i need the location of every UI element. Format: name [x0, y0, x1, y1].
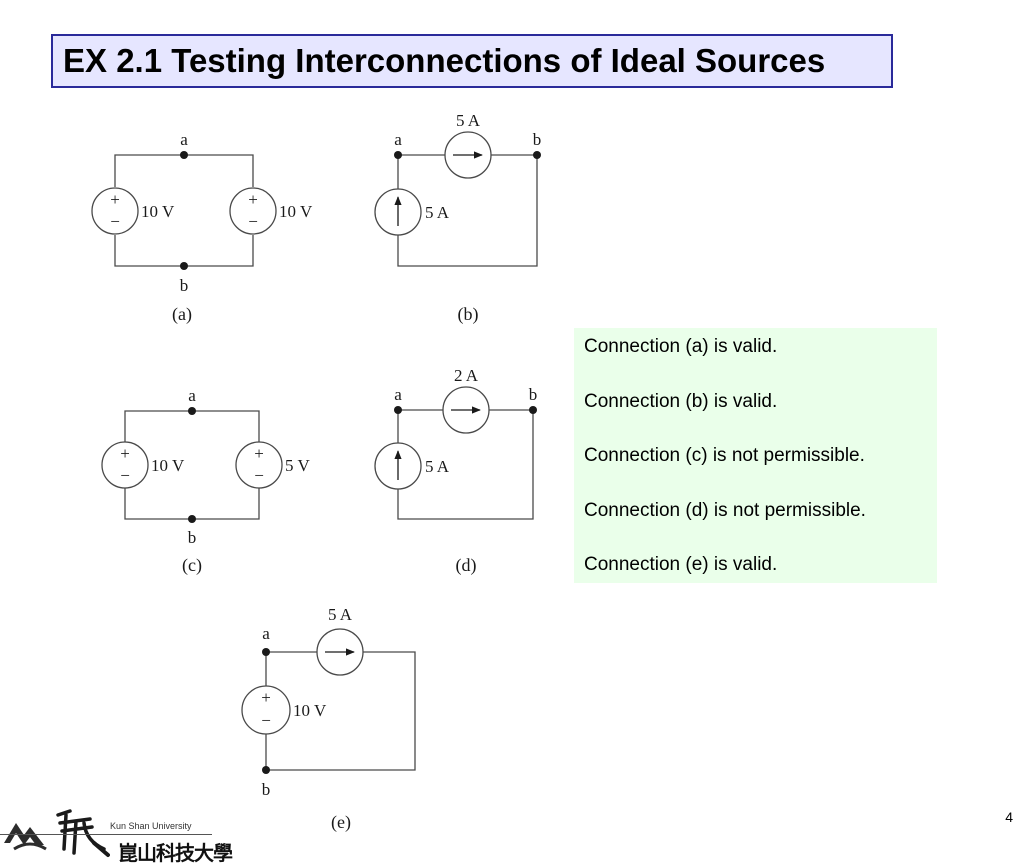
circuit-b	[374, 131, 541, 267]
circuit-e-caption: (e)	[331, 812, 351, 833]
circuit-c	[101, 407, 283, 523]
answer-d: Connection (d) is not permissible.	[584, 499, 866, 521]
circuit-a-left-minus: −	[110, 212, 120, 231]
answer-a: Connection (a) is valid.	[584, 336, 778, 357]
title-box: EX 2.1 Testing Interconnections of Ideal…	[51, 34, 893, 88]
circuit-c-caption: (c)	[182, 555, 202, 576]
circuit-d-node-right-label: b	[529, 385, 538, 404]
circuit-a-node-top-label: a	[180, 130, 188, 149]
circuit-a	[91, 151, 277, 270]
logo-chinese-name: 崑山科技大學	[118, 841, 233, 865]
circuit-a-right-voltage-source	[229, 187, 277, 235]
circuit-a-node-b-dot	[180, 262, 188, 270]
circuit-a-node-a-dot	[180, 151, 188, 159]
circuit-a-left-plus: +	[110, 190, 120, 209]
circuit-e-left-source-value: 10 V	[293, 701, 327, 720]
circuit-b-node-a-dot	[394, 151, 402, 159]
circuit-d-node-left-label: a	[394, 385, 402, 404]
circuit-e-node-bottom-label: b	[262, 780, 271, 799]
circuit-b-left-source-value: 5 A	[425, 203, 450, 222]
circuit-c-right-plus: +	[254, 444, 264, 463]
slide-title: EX 2.1 Testing Interconnections of Ideal…	[63, 42, 826, 79]
circuit-a-left-voltage-source	[91, 187, 139, 235]
circuit-d-node-b-dot	[529, 406, 537, 414]
circuit-d-left-source-value: 5 A	[425, 457, 450, 476]
circuit-c-right-source-value: 5 V	[285, 456, 310, 475]
logo-emblem-icon	[4, 809, 110, 857]
circuit-c-node-a-dot	[188, 407, 196, 415]
circuit-d-node-a-dot	[394, 406, 402, 414]
circuit-e-node-top-label: a	[262, 624, 270, 643]
circuit-a-right-plus: +	[248, 190, 258, 209]
circuit-c-left-plus: +	[120, 444, 130, 463]
circuit-e-left-minus: −	[261, 711, 271, 730]
circuit-a-node-bottom-label: b	[180, 276, 189, 295]
page-number: 4	[1005, 809, 1013, 825]
circuit-d-series-source-value: 2 A	[454, 366, 479, 385]
circuit-e-left-voltage-source	[241, 685, 291, 735]
circuit-c-node-b-dot	[188, 515, 196, 523]
circuit-b-node-b-dot	[533, 151, 541, 159]
circuit-c-right-minus: −	[254, 466, 264, 485]
circuit-d-caption: (d)	[456, 555, 477, 576]
circuit-b-node-right-label: b	[533, 130, 542, 149]
logo-english-name: Kun Shan University	[110, 821, 192, 831]
university-logo: Kun Shan University 崑山科技大學	[0, 805, 233, 865]
circuit-e-series-source-value: 5 A	[328, 605, 353, 624]
circuit-a-right-minus: −	[248, 212, 258, 231]
circuit-a-right-source-value: 10 V	[279, 202, 313, 221]
circuit-c-right-voltage-source	[235, 441, 283, 489]
answer-b: Connection (b) is valid.	[584, 390, 778, 412]
answer-e: Connection (e) is valid.	[584, 554, 778, 575]
circuit-d	[374, 386, 537, 520]
answer-c: Connection (c) is not permissible.	[584, 445, 865, 466]
circuit-e	[241, 628, 416, 774]
circuit-c-left-minus: −	[120, 466, 130, 485]
circuit-c-node-top-label: a	[188, 386, 196, 405]
circuit-a-left-source-value: 10 V	[141, 202, 175, 221]
logo-divider	[0, 834, 212, 835]
circuit-c-left-voltage-source	[101, 441, 149, 489]
circuit-c-node-bottom-label: b	[188, 528, 197, 547]
circuit-e-node-a-dot	[262, 648, 270, 656]
circuit-a-caption: (a)	[172, 304, 192, 325]
answers-panel: Connection (a) is valid. Connection (b) …	[574, 328, 937, 583]
circuit-c-left-source-value: 10 V	[151, 456, 185, 475]
circuit-e-left-plus: +	[261, 688, 271, 707]
circuit-b-series-source-value: 5 A	[456, 111, 481, 130]
circuit-e-node-b-dot	[262, 766, 270, 774]
circuit-b-node-left-label: a	[394, 130, 402, 149]
circuit-b-caption: (b)	[458, 304, 479, 325]
